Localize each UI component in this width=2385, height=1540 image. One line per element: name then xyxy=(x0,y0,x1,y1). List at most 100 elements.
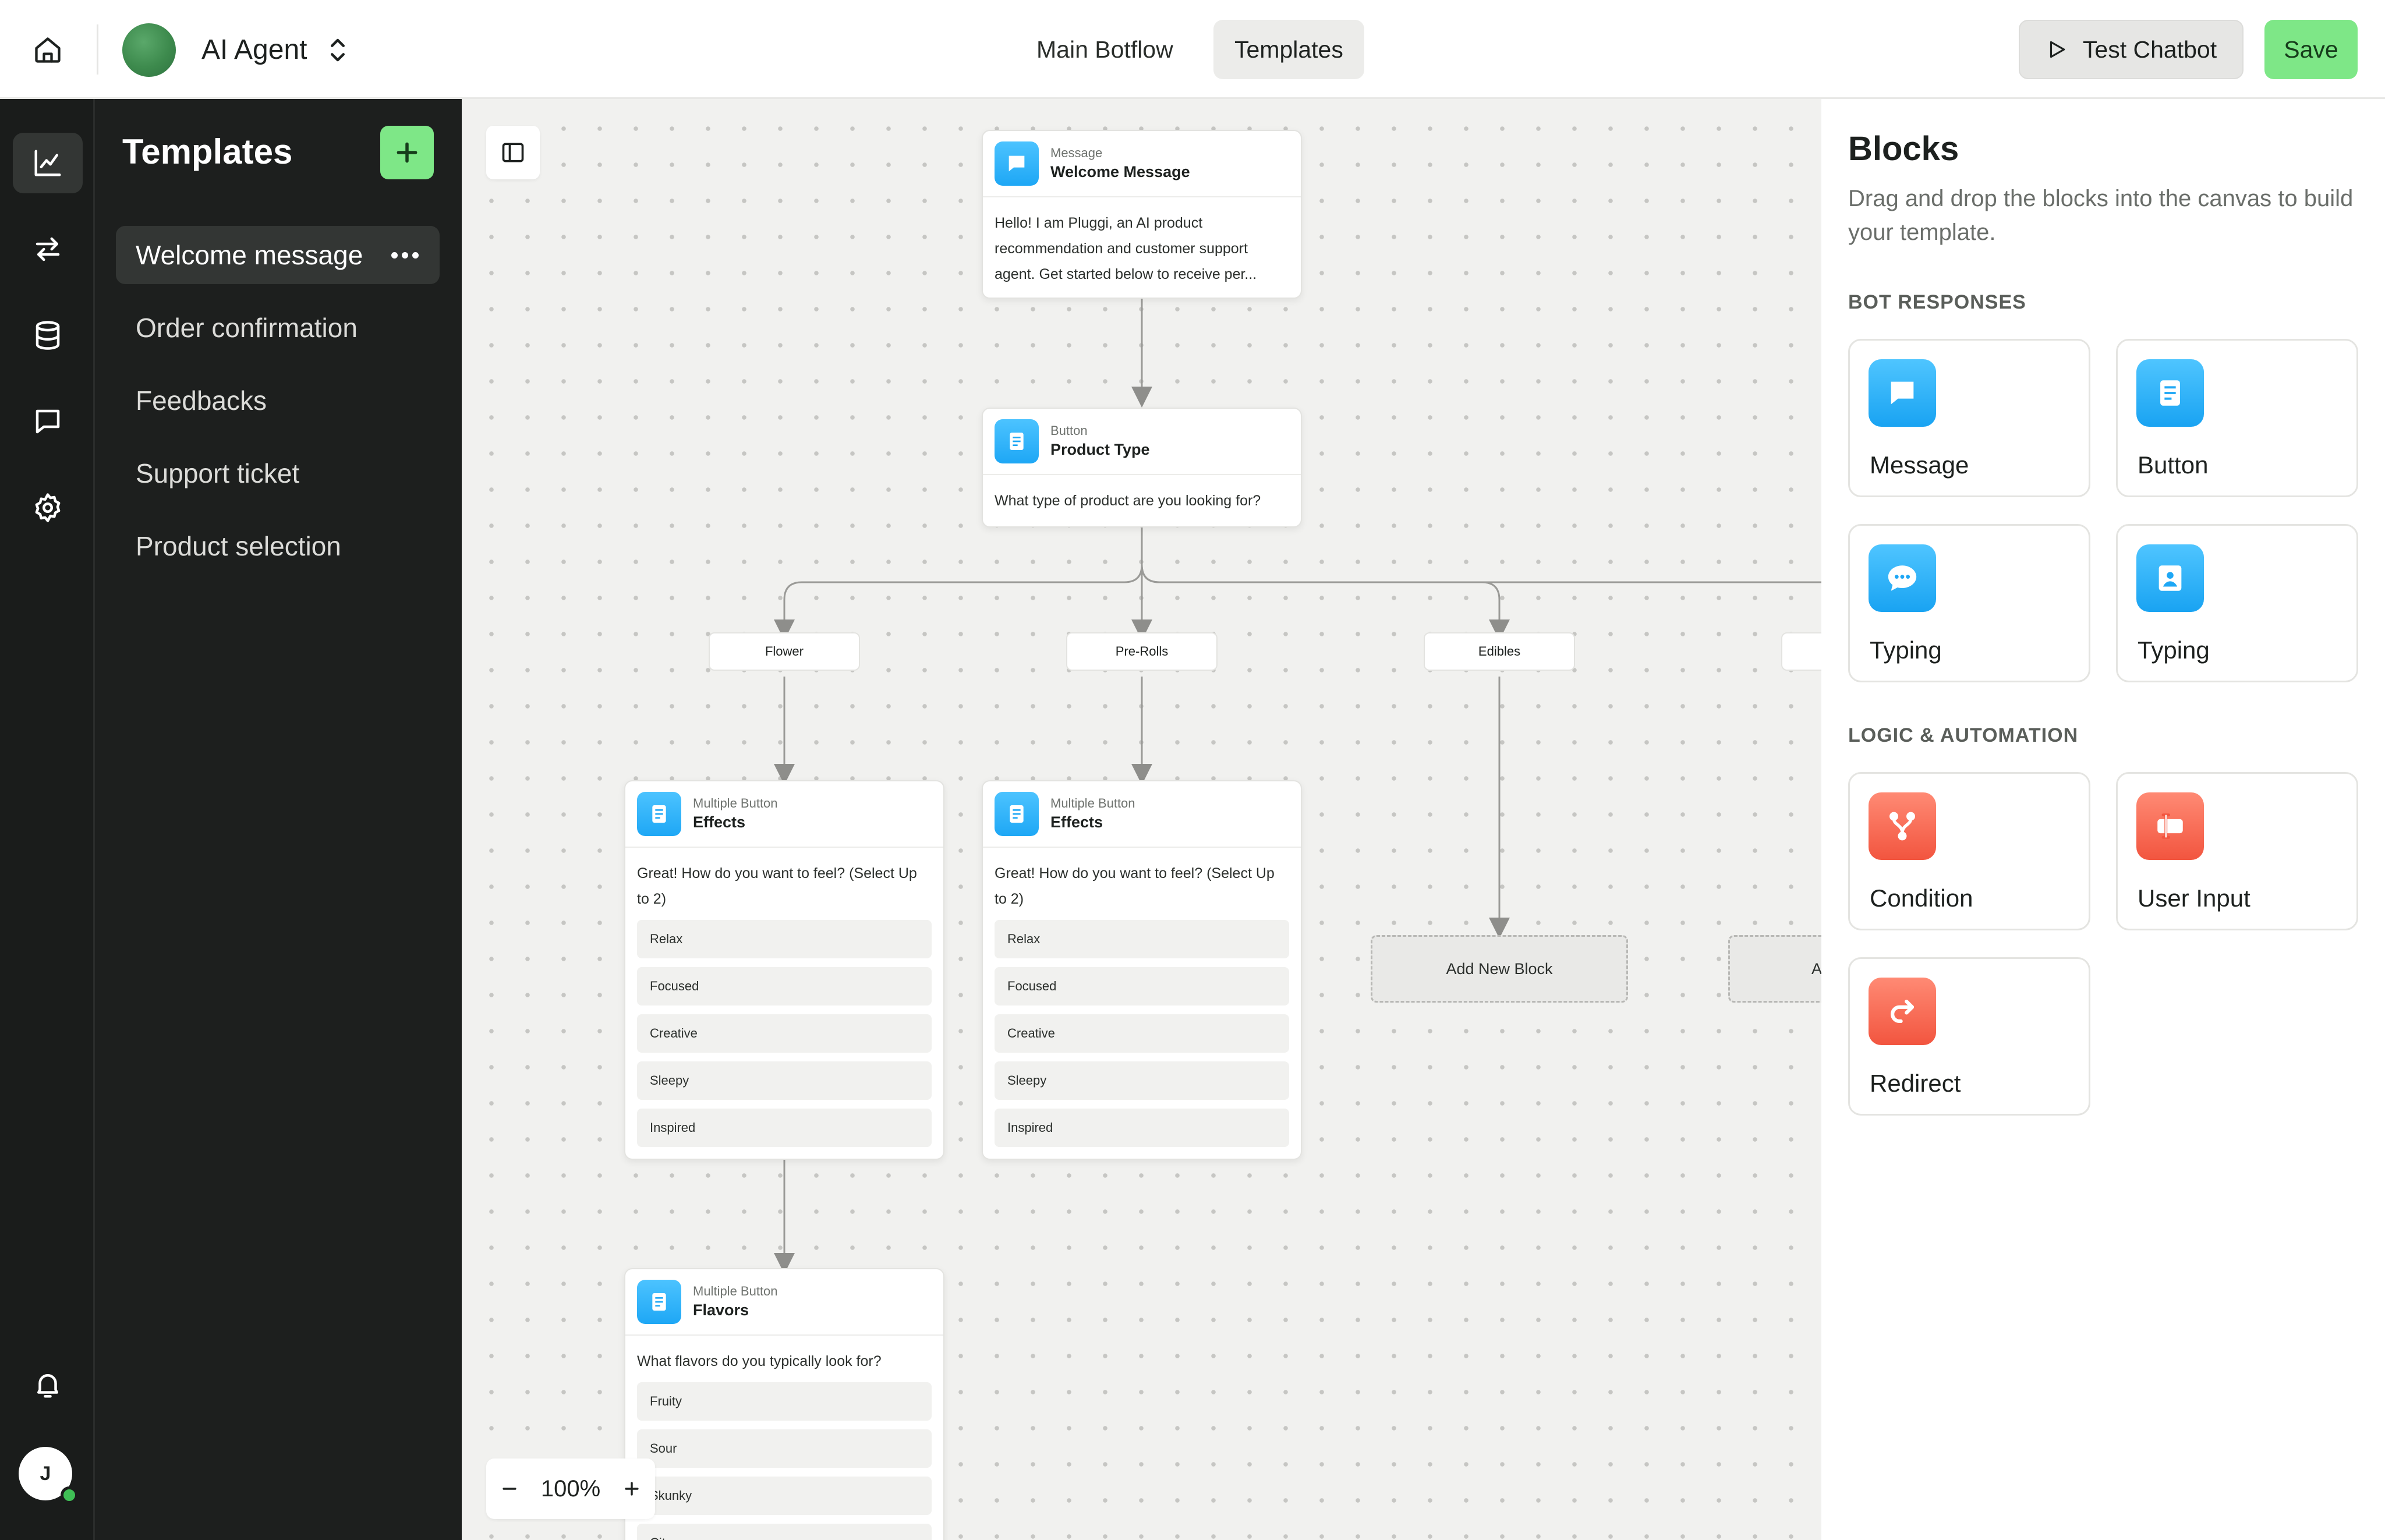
branch-partial[interactable] xyxy=(1781,632,1821,671)
template-item-support-ticket[interactable]: Support ticket xyxy=(136,458,300,488)
chart-icon xyxy=(34,150,61,176)
block-button[interactable]: Button xyxy=(2116,339,2358,497)
block-redirect[interactable]: Redirect xyxy=(1848,957,2090,1116)
option-relax[interactable]: Relax xyxy=(637,920,932,958)
arrows-icon xyxy=(36,237,60,261)
option-focused[interactable]: Focused xyxy=(637,967,932,1006)
tab-main-botflow[interactable]: Main Botflow xyxy=(1036,36,1173,63)
message-icon xyxy=(1869,359,1936,427)
option-creative[interactable]: Creative xyxy=(637,1014,932,1053)
option-fruity[interactable]: Fruity xyxy=(637,1382,932,1421)
option-inspired[interactable]: Inspired xyxy=(637,1109,932,1147)
node-effects-1[interactable]: Multiple Button Effects Great! How do yo… xyxy=(624,780,944,1160)
condition-icon xyxy=(1869,792,1936,860)
option-list: Relax Focused Creative Sleepy Inspired xyxy=(983,912,1301,1147)
node-text: What type of product are you looking for… xyxy=(995,493,1261,509)
zoom-level: 100% xyxy=(540,1475,601,1502)
add-new-block-button-partial[interactable]: Ad xyxy=(1728,935,1821,1003)
button-icon xyxy=(995,419,1039,463)
chevron-up-down-icon[interactable] xyxy=(326,36,349,64)
node-header: Multiple Button Flavors xyxy=(625,1269,943,1336)
test-chatbot-label: Test Chatbot xyxy=(2082,36,2217,63)
typing-icon xyxy=(1869,544,1936,612)
database-icon xyxy=(36,321,60,350)
block-typing-image[interactable]: Typing xyxy=(2116,524,2358,682)
flow-canvas[interactable]: Message Welcome Message Hello! I am Plug… xyxy=(462,99,1821,1540)
add-template-button[interactable] xyxy=(380,126,434,179)
database-nav[interactable] xyxy=(13,305,83,366)
option-inspired[interactable]: Inspired xyxy=(995,1109,1289,1147)
chat-icon xyxy=(36,409,60,434)
user-avatar[interactable]: J xyxy=(19,1447,72,1500)
plus-icon xyxy=(397,142,417,163)
block-label: Typing xyxy=(1870,636,1942,664)
tab-templates[interactable]: Templates xyxy=(1213,20,1364,79)
branch-edibles[interactable]: Edibles xyxy=(1424,632,1575,671)
chat-nav[interactable] xyxy=(13,391,83,452)
home-icon[interactable] xyxy=(28,30,68,70)
notifications-nav[interactable] xyxy=(13,1354,83,1415)
template-item-product-selection[interactable]: Product selection xyxy=(136,531,341,561)
block-typing[interactable]: Typing xyxy=(1848,524,2090,682)
more-options-icon[interactable] xyxy=(391,226,419,284)
node-header: Button Product Type xyxy=(983,409,1301,475)
button-icon xyxy=(637,1280,681,1324)
block-label: Button xyxy=(2138,451,2209,479)
agent-avatar[interactable] xyxy=(122,23,176,77)
option-list: Relax Focused Creative Sleepy Inspired xyxy=(625,912,943,1147)
node-product-type[interactable]: Button Product Type What type of product… xyxy=(982,408,1302,528)
agent-name[interactable]: AI Agent xyxy=(201,34,307,65)
topbar-divider xyxy=(97,24,98,75)
option-focused[interactable]: Focused xyxy=(995,967,1289,1006)
add-new-block-button[interactable]: Add New Block xyxy=(1371,935,1628,1003)
block-label: User Input xyxy=(2138,884,2250,912)
node-header: Multiple Button Effects xyxy=(625,781,943,848)
node-welcome-message[interactable]: Message Welcome Message Hello! I am Plug… xyxy=(982,130,1302,299)
settings-nav[interactable] xyxy=(13,477,83,538)
sidebar-toggle-icon[interactable] xyxy=(486,126,540,179)
transfers-nav[interactable] xyxy=(13,219,83,279)
analytics-nav[interactable] xyxy=(13,133,83,193)
node-name: Effects xyxy=(1050,813,1103,831)
zoom-in-icon[interactable] xyxy=(617,1474,646,1503)
node-effects-2[interactable]: Multiple Button Effects Great! How do yo… xyxy=(982,780,1302,1160)
option-sleepy[interactable]: Sleepy xyxy=(995,1061,1289,1100)
blocks-title: Blocks xyxy=(1848,130,1959,168)
node-name: Product Type xyxy=(1050,441,1150,458)
node-flavors[interactable]: Multiple Button Flavors What flavors do … xyxy=(624,1268,944,1540)
option-sour[interactable]: Sour xyxy=(637,1429,932,1468)
node-name: Effects xyxy=(693,813,746,831)
button-icon xyxy=(995,792,1039,836)
node-name: Flavors xyxy=(693,1301,749,1319)
block-message[interactable]: Message xyxy=(1848,339,2090,497)
online-status-dot xyxy=(61,1486,78,1504)
image-icon xyxy=(2136,544,2204,612)
option-citrus[interactable]: Citrus xyxy=(637,1524,932,1540)
branch-flower[interactable]: Flower xyxy=(709,632,860,671)
block-label: Typing xyxy=(2138,636,2210,664)
block-label: Message xyxy=(1870,451,1969,479)
blocks-description: Drag and drop the blocks into the canvas… xyxy=(1848,186,2354,245)
option-sleepy[interactable]: Sleepy xyxy=(637,1061,932,1100)
zoom-control: 100% xyxy=(486,1458,655,1519)
block-condition[interactable]: Condition xyxy=(1848,772,2090,930)
node-type: Multiple Button xyxy=(1050,796,1135,810)
test-chatbot-button[interactable]: Test Chatbot xyxy=(2019,20,2244,79)
node-type: Multiple Button xyxy=(693,796,778,810)
option-skunky[interactable]: Skunky xyxy=(637,1477,932,1515)
button-icon xyxy=(2136,359,2204,427)
option-list: Fruity Sour Skunky Citrus xyxy=(625,1374,943,1540)
block-user-input[interactable]: User Input xyxy=(2116,772,2358,930)
flow-connectors xyxy=(774,299,1821,1274)
zoom-out-icon[interactable] xyxy=(495,1474,524,1503)
template-item-label: Welcome message xyxy=(136,240,363,270)
branch-pre-rolls[interactable]: Pre-Rolls xyxy=(1066,632,1218,671)
option-relax[interactable]: Relax xyxy=(995,920,1289,958)
template-item-feedbacks[interactable]: Feedbacks xyxy=(136,385,267,416)
template-item-order-confirmation[interactable]: Order confirmation xyxy=(136,313,358,343)
option-creative[interactable]: Creative xyxy=(995,1014,1289,1053)
node-text: What flavors do you typically look for? xyxy=(637,1353,882,1369)
save-button[interactable]: Save xyxy=(2264,20,2358,79)
icon-rail xyxy=(0,99,95,1540)
template-item-welcome-message[interactable]: Welcome message xyxy=(116,226,440,284)
